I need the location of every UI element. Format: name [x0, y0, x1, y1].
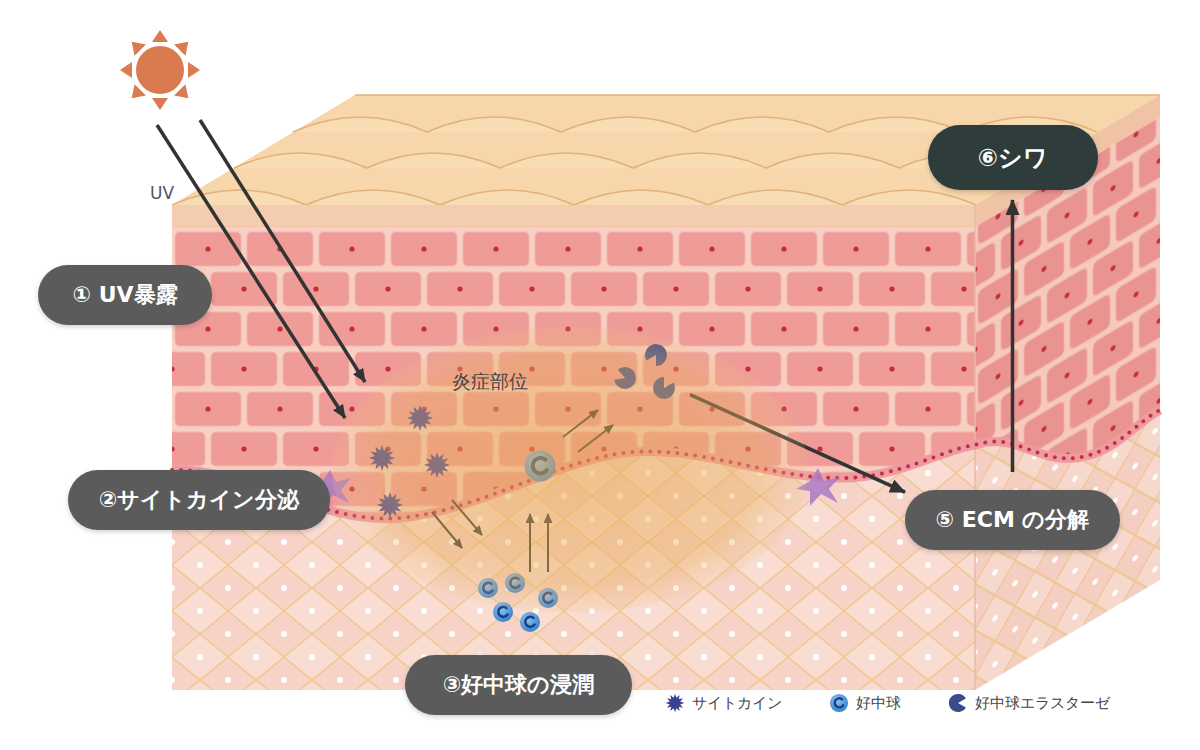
sun-icon-part — [188, 62, 200, 78]
legend-symbol — [949, 694, 966, 712]
sun-icon-part — [120, 62, 132, 78]
dermis-side — [975, 410, 1160, 690]
skin-top-face — [172, 95, 1160, 205]
neutrophil-icon-part — [520, 612, 540, 632]
scale-line — [355, 94, 1160, 96]
step-label: ⑤ ECM の分解 — [935, 505, 1089, 535]
legend-label: 好中球エラスターゼ — [975, 694, 1110, 713]
scale-row — [172, 190, 976, 205]
step-label: ②サイトカイン分泌 — [99, 485, 300, 515]
step-pill: ②サイトカイン分泌 — [68, 470, 330, 530]
inflammation-glow — [330, 325, 810, 615]
legend-sample — [664, 692, 686, 714]
sun-icon-part — [152, 30, 168, 42]
step-pill: ① UV暴露 — [38, 265, 212, 325]
legend-sample — [828, 692, 850, 714]
sun-icon-part — [126, 36, 146, 56]
result-pill: ⑥シワ — [928, 125, 1098, 190]
uv-ray-part — [200, 120, 365, 382]
sun-icon-part — [152, 98, 168, 110]
scale-row — [234, 153, 1032, 168]
skin-front-face — [172, 205, 975, 690]
zone-label: 炎症部位 — [452, 369, 528, 395]
legend-symbol — [666, 694, 685, 713]
legend-symbol — [830, 694, 848, 712]
inflammation-ellipse — [332, 327, 808, 613]
corneum-band — [172, 205, 975, 227]
flow-arrow — [1011, 200, 1015, 472]
step-label: ① UV暴露 — [72, 280, 177, 310]
sun-icon — [120, 30, 200, 110]
step-pill: ③好中球の浸潤 — [405, 655, 632, 715]
step-pill: ⑤ ECM の分解 — [905, 490, 1120, 550]
sun-icon-part — [136, 46, 184, 94]
legend-label: サイトカイン — [692, 694, 782, 713]
legend: サイトカイン 好中球 好中球エラスターゼ — [664, 692, 1156, 714]
uv-label: UV — [150, 183, 174, 203]
sun-icon-part — [174, 84, 194, 104]
step-label: ⑥シワ — [978, 142, 1048, 174]
step-label: ③好中球の浸潤 — [443, 670, 595, 700]
legend-item: サイトカイン — [664, 692, 782, 714]
legend-item: 好中球エラスターゼ — [947, 692, 1110, 714]
sun-icon-part — [174, 36, 194, 56]
inflammation-zone: 炎症部位 — [330, 325, 810, 615]
legend-label: 好中球 — [856, 694, 901, 713]
stratum-corneum-top — [172, 95, 1160, 205]
sun-icon-part — [126, 84, 146, 104]
legend-sample — [947, 692, 969, 714]
legend-item: 好中球 — [828, 692, 901, 714]
